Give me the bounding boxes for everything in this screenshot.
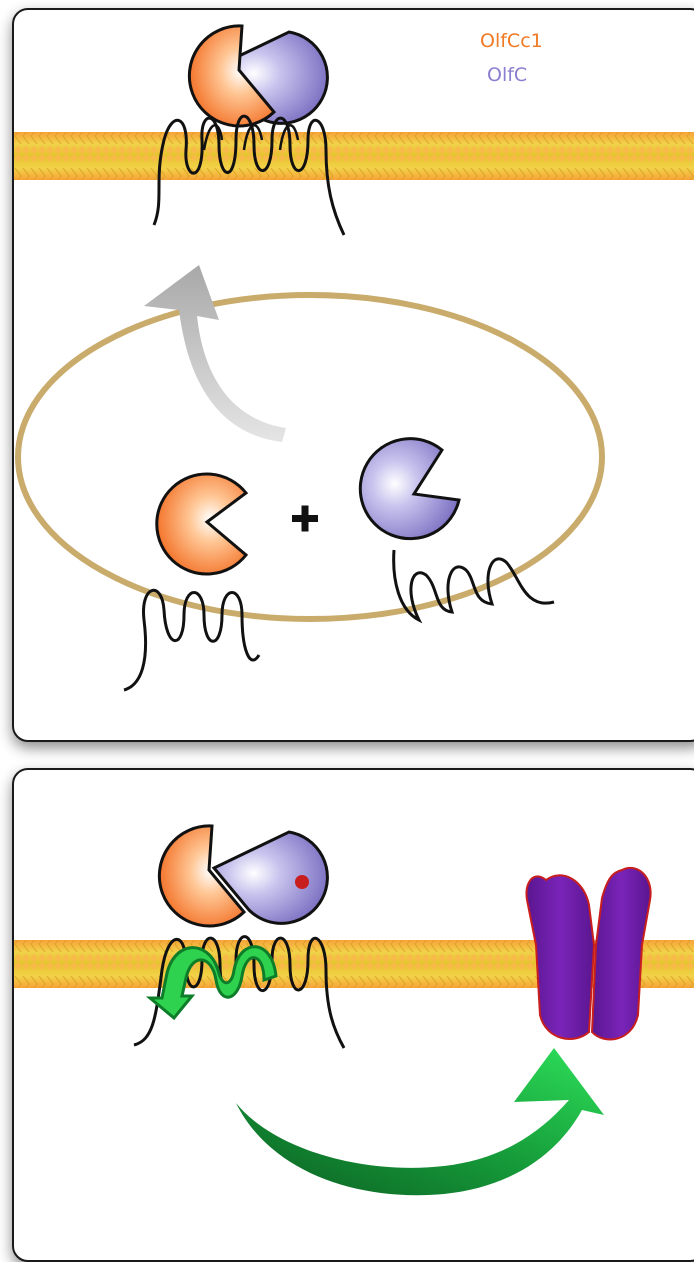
olfc-monomer [360, 439, 554, 620]
olfcc1-monomer [124, 474, 259, 690]
bottom-panel-illustration [14, 770, 694, 1260]
receptor-dimer-activated [134, 826, 344, 1048]
plus-icon [292, 506, 318, 532]
trafficking-arrow [144, 265, 286, 442]
legend-olfc: OlfC [487, 64, 527, 86]
bottom-panel [12, 768, 694, 1262]
top-panel-illustration [14, 10, 694, 740]
top-panel: OlfCc1 OlfC [12, 8, 694, 742]
receptor-dimer-membrane [154, 26, 344, 235]
activation-arrow [236, 1048, 604, 1195]
ligand-dot [295, 875, 309, 889]
channel-protein [526, 868, 650, 1040]
cell-membrane [14, 132, 694, 180]
vesicle [18, 295, 602, 619]
legend-olfcc1: OlfCc1 [480, 30, 543, 52]
